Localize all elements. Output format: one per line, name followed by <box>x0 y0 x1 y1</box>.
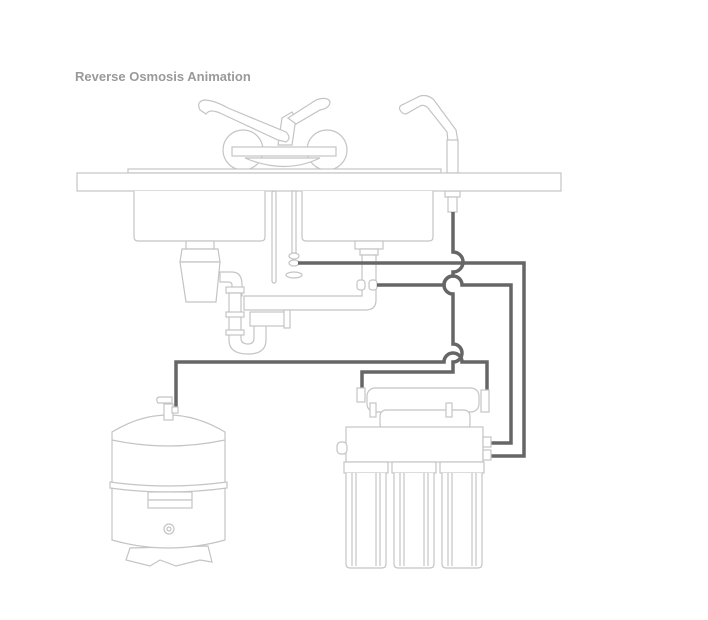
drain-trap <box>219 240 384 355</box>
garbage-disposal <box>179 240 221 303</box>
water-lines <box>174 212 526 458</box>
membrane-housing <box>366 387 480 413</box>
sink <box>76 168 562 284</box>
filter-canister <box>391 461 437 569</box>
storage-tank <box>109 396 228 567</box>
drain-line <box>377 274 513 445</box>
filter-canister <box>439 461 485 569</box>
filter-canister <box>343 461 389 569</box>
page-title: Reverse Osmosis Animation <box>75 69 251 84</box>
ro-filter-unit <box>336 387 492 569</box>
kitchen-faucet <box>198 97 348 171</box>
tank-line <box>174 351 489 410</box>
cold-water-line <box>298 261 526 458</box>
